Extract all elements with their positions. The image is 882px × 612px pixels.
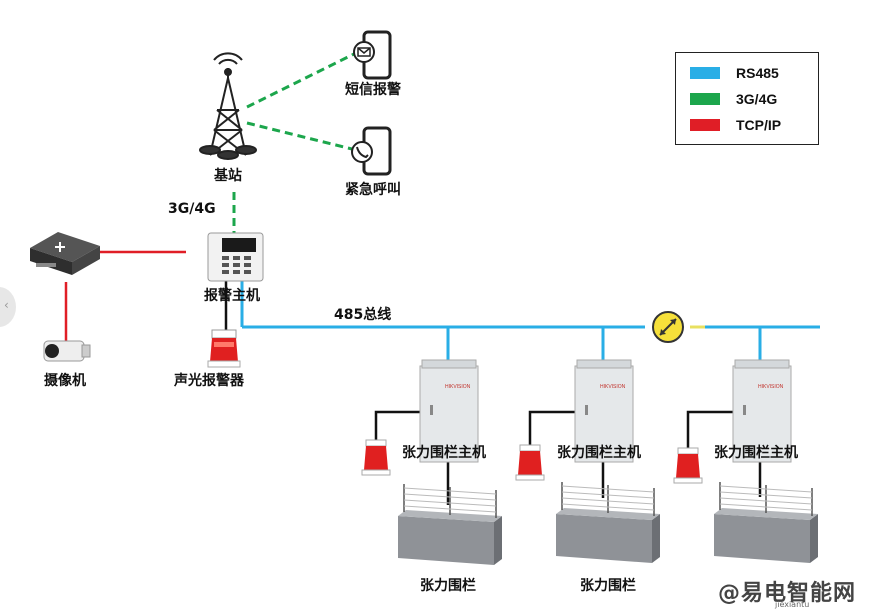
legend-swatch-3g4g	[690, 93, 720, 105]
tower-icon	[199, 52, 257, 160]
fence-3	[714, 482, 818, 563]
phone-call-icon	[351, 126, 392, 176]
network-switch-icon	[30, 232, 100, 275]
phone-sms-icon	[353, 30, 392, 80]
fence-siren-3	[673, 447, 703, 484]
legend-label: 3G/4G	[736, 91, 778, 107]
fence-host-label-1: 张力围栏主机	[402, 445, 486, 461]
legend-item-rs485: RS485	[690, 65, 779, 81]
svg-text:HIKVISION: HIKVISION	[445, 384, 471, 390]
fence-host-label-3: 张力围栏主机	[714, 445, 798, 461]
link-3g4g-label: 3G/4G	[168, 201, 216, 217]
siren-icon	[207, 329, 241, 368]
fence-siren-1	[361, 439, 391, 476]
svg-text:HIKVISION: HIKVISION	[758, 384, 784, 390]
bus-485-label: 485总线	[334, 307, 392, 323]
fence-label-2: 张力围栏	[580, 578, 636, 594]
fence-label-1: 张力围栏	[420, 578, 476, 594]
base-station-label: 基站	[214, 168, 242, 184]
tcpip-links	[64, 250, 186, 342]
legend-item-tcpip: TCP/IP	[690, 117, 781, 133]
sms-alarm-label: 短信报警	[345, 82, 401, 98]
legend-swatch-rs485	[690, 67, 720, 79]
fence-2	[556, 482, 660, 563]
legend-swatch-tcpip	[690, 119, 720, 131]
side-scroll-handle[interactable]: ‹	[0, 287, 16, 327]
wireless-links	[232, 50, 359, 233]
legend-label: TCP/IP	[736, 117, 782, 133]
camera-label: 摄像机	[44, 373, 86, 389]
black-wires	[224, 280, 762, 505]
watermark: @易电智能网	[718, 581, 857, 606]
fence-siren-2	[515, 444, 545, 481]
rs485-bus	[240, 280, 820, 366]
camera-icon	[43, 340, 91, 362]
legend-item-3g4g: 3G/4G	[690, 91, 777, 107]
sound-light-alarm-label: 声光报警器	[174, 373, 244, 389]
fence-host-cabinet-3: HIKVISION	[732, 359, 792, 463]
legend: RS485 3G/4G TCP/IP	[675, 52, 819, 145]
alarm-host-device	[207, 232, 264, 282]
link-call	[246, 121, 357, 152]
emergency-call-label: 紧急呼叫	[345, 182, 401, 198]
fence-1	[398, 484, 502, 565]
legend-label: RS485	[736, 65, 779, 81]
link-sms	[246, 50, 359, 109]
watermark-sub: jiexiantu	[775, 600, 810, 609]
alarm-host-label: 报警主机	[204, 288, 260, 304]
fence-host-label-2: 张力围栏主机	[557, 445, 641, 461]
fence-host-cabinet-1: HIKVISION	[419, 359, 479, 463]
svg-text:HIKVISION: HIKVISION	[600, 384, 626, 390]
surge-protector-icon	[652, 311, 684, 343]
fence-host-cabinet-2: HIKVISION	[574, 359, 634, 463]
